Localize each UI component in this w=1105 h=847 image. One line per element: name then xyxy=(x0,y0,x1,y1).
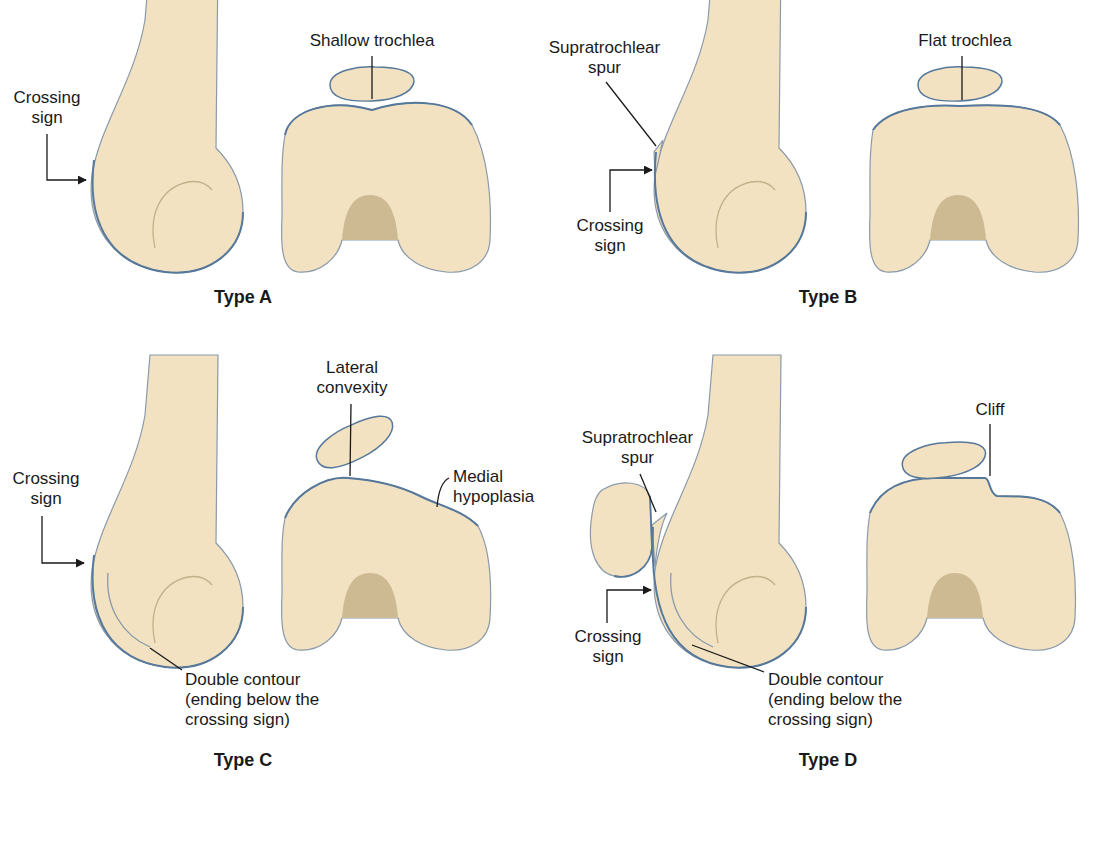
leader-line xyxy=(150,648,182,670)
leader-lines xyxy=(42,56,990,672)
crossing-arrow xyxy=(47,134,86,180)
crossing-arrow xyxy=(610,170,652,212)
leader-line xyxy=(989,424,990,476)
type-caption: Type D xyxy=(783,750,873,770)
femur-outline xyxy=(654,355,806,668)
type-caption: Type B xyxy=(783,287,873,307)
part-label: Flat trochlea xyxy=(895,31,1035,51)
lateral-femur xyxy=(91,355,243,668)
crossing-arrow xyxy=(42,516,84,563)
leader-line xyxy=(606,82,656,146)
leader-line xyxy=(640,474,656,512)
axial-femur xyxy=(282,67,491,272)
intercondylar-notch xyxy=(342,195,398,240)
patella xyxy=(310,409,401,476)
leader-line xyxy=(371,56,372,99)
condyle-contour xyxy=(716,182,775,248)
part-label: Shallow trochlea xyxy=(292,31,452,51)
condyle-contour xyxy=(716,577,775,643)
sign-label: Double contour (ending below the crossin… xyxy=(185,670,350,730)
type-caption: Type A xyxy=(198,287,288,307)
articular-line xyxy=(614,496,652,577)
patella xyxy=(900,439,987,482)
type-caption: Type C xyxy=(198,750,288,770)
sign-label: Crossing sign xyxy=(565,216,655,256)
part-label: Supratrochlear spur xyxy=(575,428,700,468)
femur-outline xyxy=(91,355,243,668)
intercondylar-notch xyxy=(927,573,983,618)
part-label: Cliff xyxy=(960,400,1020,420)
crossing-arrow xyxy=(607,590,651,623)
articular-line xyxy=(653,527,806,668)
femur-outline xyxy=(91,0,243,273)
double-contour-line xyxy=(671,573,713,647)
trochlea-line xyxy=(285,103,472,135)
part-label: Medial hypoplasia xyxy=(453,467,553,507)
axial-femur xyxy=(870,67,1079,272)
lateral-femur xyxy=(91,0,243,273)
femur-axial-outline xyxy=(870,105,1079,272)
articular-line xyxy=(93,160,243,273)
sign-label: Crossing sign xyxy=(563,627,653,667)
axial-femur xyxy=(867,478,1076,650)
articular-line xyxy=(655,152,806,273)
trochlea-line xyxy=(873,105,1060,130)
femur-outline xyxy=(654,0,806,273)
leader-line xyxy=(350,404,351,476)
trochlea-line xyxy=(870,478,1060,513)
condyle-contour xyxy=(153,182,212,248)
condyle-contour xyxy=(153,577,212,643)
part-label: Lateral convexity xyxy=(298,358,406,398)
double-contour-line xyxy=(108,573,150,647)
sign-label: Crossing sign xyxy=(2,88,92,128)
supratrochlear-spur xyxy=(652,513,667,567)
leader-line xyxy=(692,645,764,672)
lateral-femur xyxy=(652,355,806,668)
leader-line xyxy=(961,56,962,100)
lateral-patella xyxy=(590,483,652,577)
leader-line xyxy=(437,478,449,507)
sign-label: Crossing sign xyxy=(2,469,90,509)
articular-line xyxy=(93,555,243,668)
lateral-femur xyxy=(654,0,806,273)
femur-axial-outline xyxy=(867,478,1076,650)
intercondylar-notch xyxy=(342,573,398,618)
femur-axial-outline xyxy=(282,103,491,272)
patella xyxy=(918,67,1002,101)
trochlea-line xyxy=(285,478,478,526)
part-label: Supratrochlear spur xyxy=(542,38,667,78)
sign-label: Double contour (ending below the crossin… xyxy=(768,670,933,730)
intercondylar-notch xyxy=(930,195,986,240)
